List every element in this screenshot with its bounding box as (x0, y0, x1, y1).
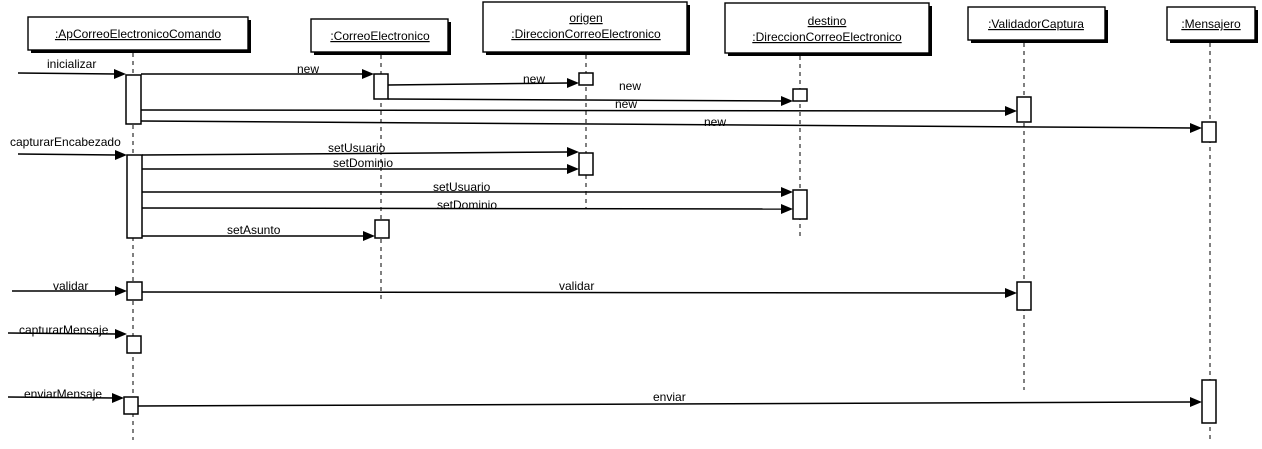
activation-correo-2 (374, 219, 390, 239)
activation-destino-1 (792, 88, 808, 102)
object-correo: :CorreoElectronico (310, 18, 451, 55)
activation-mensajero-1 (1201, 121, 1217, 143)
message-label: new (619, 79, 641, 93)
object-mensajero-name: :Mensajero (1181, 17, 1241, 31)
object-origen-role: origen (569, 11, 602, 25)
activation-ap-4 (126, 335, 142, 354)
object-ap-name: :ApCorreoElectronicoComando (55, 27, 221, 41)
object-validador: :ValidadorCaptura (967, 6, 1108, 43)
message-new-validador: new (140, 97, 1017, 116)
message-enviar: enviar (137, 390, 1202, 407)
object-correo-name: :CorreoElectronico (330, 29, 430, 43)
message-new-origen: new (387, 72, 579, 88)
message-label: new (615, 97, 637, 111)
message-setUsuario-origen: setUsuario (141, 141, 579, 157)
message-label: validar (53, 279, 88, 293)
activation-ap-5 (123, 396, 139, 415)
message-new-correo: new (141, 62, 374, 79)
message-label: setAsunto (227, 223, 281, 237)
activation-origen-2 (578, 152, 594, 176)
message-capturarMensaje: capturarMensaje (7, 323, 127, 339)
message-label: setUsuario (328, 141, 386, 155)
object-destino: destino :DireccionCorreoElectronico (724, 2, 932, 56)
message-inicializar: inicializar (17, 57, 126, 79)
message-validar-validador: validar (141, 279, 1017, 298)
message-setDominio-destino: setDominio (141, 198, 793, 214)
message-label: setDominio (437, 198, 497, 212)
message-label: setUsuario (433, 180, 491, 194)
object-ap: :ApCorreoElectronicoComando (27, 16, 251, 53)
activation-ap-2 (126, 154, 143, 239)
object-origen-name: :DireccionCorreoElectronico (511, 27, 661, 41)
activation-validador-1 (1016, 96, 1032, 123)
message-validar-in: validar (12, 279, 127, 296)
message-label: inicializar (47, 57, 96, 71)
object-destino-name: :DireccionCorreoElectronico (752, 30, 902, 44)
message-new-destino: new (387, 79, 793, 106)
activation-correo-1 (373, 73, 389, 100)
activation-ap-1 (125, 74, 142, 125)
message-label: capturarMensaje (19, 323, 109, 337)
message-label: enviar (653, 390, 686, 404)
message-setUsuario-destino: setUsuario (142, 180, 793, 197)
activation-ap-3 (126, 281, 143, 301)
object-mensajero: :Mensajero (1166, 6, 1258, 43)
message-label: enviarMensaje (24, 387, 102, 401)
message-setAsunto: setAsunto (142, 223, 375, 241)
message-capturarEncabezado: capturarEncabezado (10, 135, 127, 160)
message-label: validar (559, 279, 594, 293)
object-destino-role: destino (808, 14, 847, 28)
message-new-mensajero: new (140, 115, 1202, 133)
activation-origen-1 (578, 72, 594, 86)
object-validador-name: :ValidadorCaptura (988, 17, 1084, 31)
object-origen: origen :DireccionCorreoElectronico (482, 1, 690, 55)
message-label: new (704, 115, 726, 129)
activation-validador-2 (1016, 281, 1032, 311)
message-label: new (297, 62, 319, 76)
activation-destino-2 (792, 189, 808, 220)
message-label: setDominio (333, 156, 393, 170)
message-label: new (523, 72, 545, 86)
message-enviarMensaje: enviarMensaje (7, 387, 124, 403)
activation-mensajero-2 (1201, 379, 1217, 424)
message-label: capturarEncabezado (10, 135, 121, 149)
message-setDominio-origen: setDominio (142, 156, 579, 174)
